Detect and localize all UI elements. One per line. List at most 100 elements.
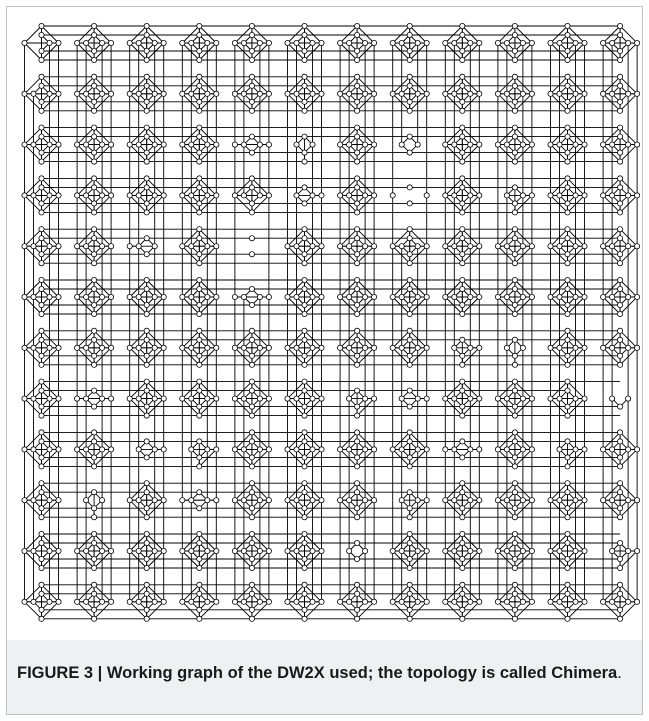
qubit-node <box>302 582 307 587</box>
qubit-node <box>424 294 429 299</box>
qubit-node <box>144 379 149 384</box>
qubit-node <box>520 548 525 553</box>
qubit-node <box>39 261 44 266</box>
qubit-node <box>347 498 352 503</box>
qubit-node <box>460 150 465 155</box>
qubit-node <box>180 548 185 553</box>
qubit-node <box>266 40 271 45</box>
qubit-node <box>557 396 562 401</box>
qubit-node <box>512 210 517 215</box>
qubit-node <box>56 40 61 45</box>
qubit-node <box>573 193 578 198</box>
qubit-node <box>127 396 132 401</box>
qubit-node <box>39 413 44 418</box>
qubit-node <box>214 244 219 249</box>
qubit-node <box>610 447 615 452</box>
qubit-node <box>144 277 149 282</box>
qubit-node <box>347 294 352 299</box>
qubit-node <box>347 345 352 350</box>
qubit-node <box>557 142 562 147</box>
qubit-node <box>39 490 44 495</box>
qubit-node <box>197 362 202 367</box>
qubit-node <box>189 40 194 45</box>
qubit-node <box>495 396 500 401</box>
qubit-node <box>197 379 202 384</box>
qubit-node <box>39 455 44 460</box>
qubit-node <box>144 515 149 520</box>
qubit-node <box>565 227 570 232</box>
qubit-node <box>22 345 27 350</box>
qubit-node <box>144 176 149 181</box>
qubit-node <box>399 40 404 45</box>
qubit-node <box>355 515 360 520</box>
qubit-node <box>249 150 254 155</box>
qubit-node <box>347 244 352 249</box>
qubit-node <box>477 193 482 198</box>
qubit-node <box>618 464 623 469</box>
qubit-node <box>249 134 254 139</box>
qubit-node <box>338 40 343 45</box>
qubit-node <box>84 244 89 249</box>
qubit-node <box>92 159 97 164</box>
qubit-node <box>565 176 570 181</box>
qubit-node <box>618 439 623 444</box>
qubit-node <box>363 345 368 350</box>
qubit-node <box>399 498 404 503</box>
qubit-node <box>557 244 562 249</box>
qubit-node <box>75 396 80 401</box>
qubit-node <box>355 210 360 215</box>
qubit-node <box>136 142 141 147</box>
qubit-node <box>302 413 307 418</box>
qubit-node <box>39 337 44 342</box>
qubit-node <box>266 193 271 198</box>
qubit-node <box>529 447 534 452</box>
qubit-node <box>92 150 97 155</box>
qubit-node <box>355 57 360 62</box>
qubit-node <box>232 345 237 350</box>
qubit-node <box>249 490 254 495</box>
qubit-node <box>407 252 412 257</box>
qubit-node <box>512 439 517 444</box>
qubit-node <box>266 548 271 553</box>
qubit-node <box>460 176 465 181</box>
qubit-node <box>407 430 412 435</box>
qubit-node <box>109 345 114 350</box>
qubit-node <box>460 32 465 37</box>
qubit-node <box>468 548 473 553</box>
qubit-node <box>92 134 97 139</box>
qubit-node <box>443 599 448 604</box>
qubit-node <box>548 294 553 299</box>
qubit-node <box>407 464 412 469</box>
qubit-node <box>582 294 587 299</box>
qubit-node <box>565 556 570 561</box>
qubit-node <box>310 447 315 452</box>
qubit-node <box>56 244 61 249</box>
qubit-node <box>372 599 377 604</box>
qubit-node <box>266 345 271 350</box>
qubit-node <box>241 396 246 401</box>
qubit-node <box>635 447 640 452</box>
qubit-node <box>512 556 517 561</box>
qubit-node <box>197 74 202 79</box>
qubit-node <box>84 599 89 604</box>
qubit-node <box>136 40 141 45</box>
qubit-node <box>232 498 237 503</box>
qubit-node <box>92 176 97 181</box>
qubit-node <box>565 362 570 367</box>
qubit-node <box>390 599 395 604</box>
qubit-node <box>241 599 246 604</box>
qubit-node <box>249 32 254 37</box>
qubit-node <box>618 134 623 139</box>
qubit-node <box>626 345 631 350</box>
qubit-node <box>249 185 254 190</box>
qubit-node <box>407 261 412 266</box>
qubit-node <box>565 277 570 282</box>
qubit-node <box>557 447 562 452</box>
qubit-node <box>285 345 290 350</box>
qubit-node <box>582 91 587 96</box>
qubit-node <box>285 244 290 249</box>
qubit-node <box>294 142 299 147</box>
qubit-node <box>249 353 254 358</box>
qubit-node <box>302 430 307 435</box>
qubit-node <box>601 142 606 147</box>
